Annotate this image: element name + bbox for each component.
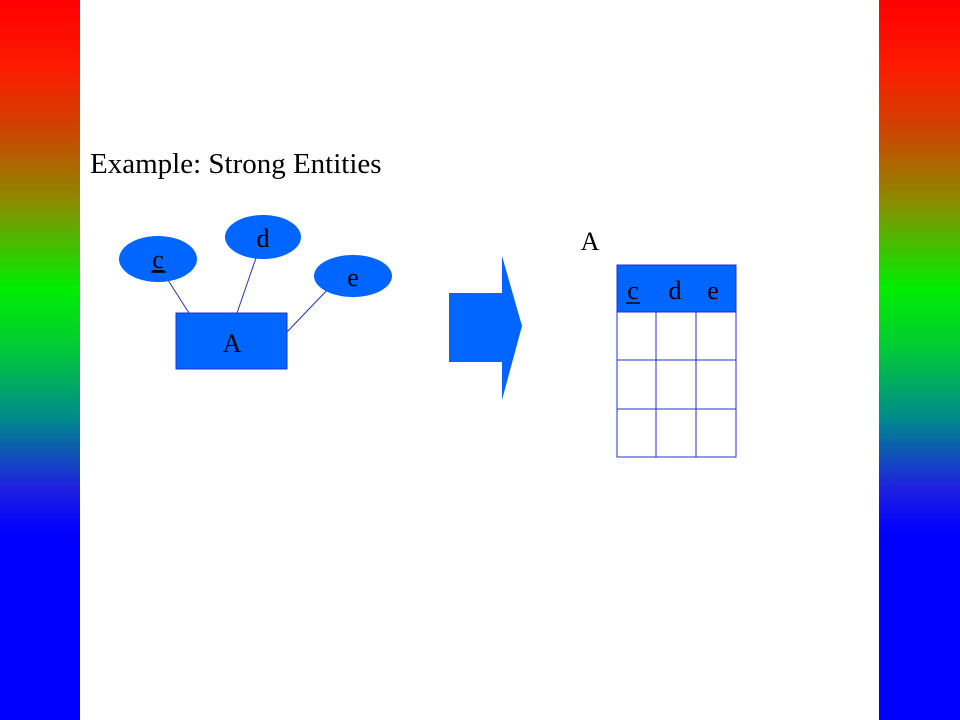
connector-e bbox=[286, 286, 331, 333]
column-header-d: d bbox=[669, 276, 682, 305]
entity-label: A bbox=[223, 329, 242, 358]
table-name-label: A bbox=[581, 227, 600, 256]
column-header-e: e bbox=[707, 276, 719, 305]
attribute-label-c: c bbox=[152, 245, 164, 274]
connector-c bbox=[165, 276, 190, 314]
attribute-label-e: e bbox=[347, 263, 359, 292]
attribute-ellipse-e bbox=[314, 255, 392, 297]
column-header-c: c bbox=[627, 276, 639, 305]
slide-title: Example: Strong Entities bbox=[90, 148, 382, 180]
left-gradient-bar bbox=[0, 0, 80, 720]
right-gradient-bar bbox=[879, 0, 960, 720]
transform-arrow bbox=[449, 256, 522, 400]
table-header-row bbox=[616, 264, 737, 313]
table-body bbox=[616, 311, 737, 458]
attribute-label-d: d bbox=[257, 224, 270, 253]
connector-d bbox=[236, 254, 258, 314]
entity-box bbox=[175, 312, 288, 370]
attribute-ellipse-d bbox=[225, 215, 301, 259]
attribute-ellipse-c bbox=[119, 236, 197, 282]
